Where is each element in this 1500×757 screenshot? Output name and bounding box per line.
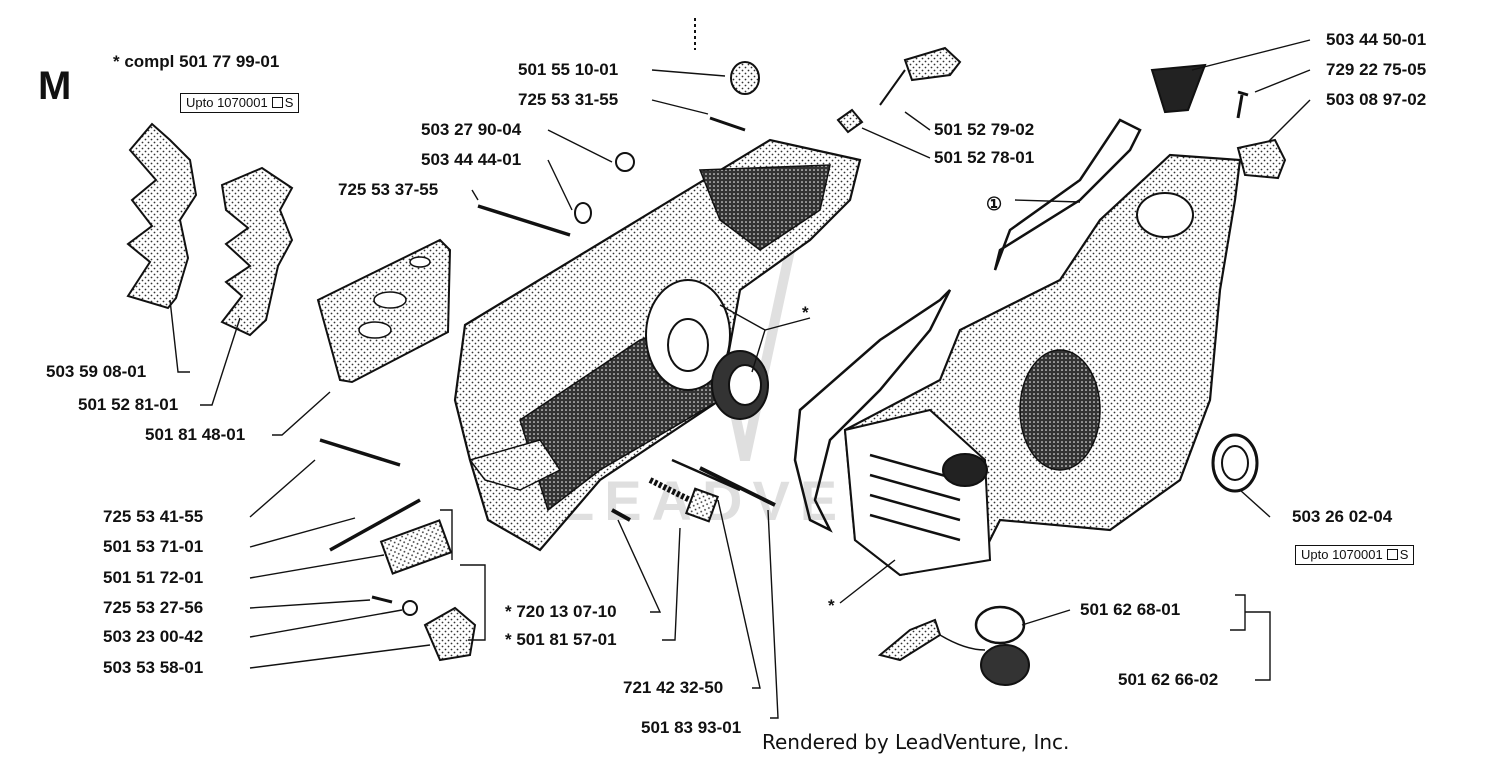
part-label: 503 23 00-42	[103, 627, 204, 646]
bearing	[711, 350, 769, 420]
part-label: 501 52 79-02	[934, 120, 1035, 139]
part-label: 503 26 02-04	[1292, 507, 1393, 526]
cap-501-55-10-01	[730, 61, 760, 95]
bolt-725-53-37-55	[477, 204, 571, 237]
part-label: 503 59 08-01	[46, 362, 147, 381]
version-box-left: Upto 1070001 S	[180, 93, 300, 113]
bolt-725-53-41-55	[319, 438, 401, 467]
pin-720-13-07-10	[611, 508, 631, 522]
asterisk-bearing: *	[802, 303, 809, 322]
kit-note: * compl 501 77 99-01	[113, 52, 280, 71]
part-label: 501 51 72-01	[103, 568, 204, 587]
part-label: 501 81 48-01	[145, 425, 246, 444]
bumper-spike-large	[126, 122, 198, 310]
version-box-right-suffix: S	[1399, 547, 1409, 562]
section-letter: M	[38, 64, 71, 108]
guard-plate	[316, 238, 452, 384]
leader-lines	[169, 39, 1311, 719]
spring-501-81-57-01	[648, 477, 692, 503]
tank-cap-501-62-66-02	[877, 618, 942, 662]
part-label: 503 08 97-02	[1326, 90, 1427, 109]
part-label: 501 53 71-01	[103, 537, 204, 556]
crankcase-left-half	[453, 138, 862, 552]
screw-725-53-31-55	[709, 116, 746, 132]
bolt-501-53-71-01	[329, 498, 421, 552]
part-label: 725 53 37-55	[338, 180, 439, 199]
part-label: 503 53 58-01	[103, 658, 204, 677]
bumper-spike-small	[220, 166, 294, 337]
checkbox-square-icon	[271, 97, 283, 108]
gasket-lower	[793, 289, 952, 533]
handle-501-52-79-02	[879, 46, 962, 106]
version-box-left-suffix: S	[284, 95, 294, 110]
part-label: 725 53 31-55	[518, 90, 619, 109]
screw-725-53-27-56	[371, 595, 393, 604]
asterisk-right-housing: *	[828, 596, 835, 615]
footer-credit: Rendered by LeadVenture, Inc.	[762, 730, 1070, 754]
part-label: 501 52 78-01	[934, 148, 1035, 167]
part-label: 501 52 81-01	[78, 395, 179, 414]
checkbox-square-icon	[1386, 549, 1398, 560]
part-label: 729 22 75-05	[1326, 60, 1427, 79]
version-box-left-text: Upto 1070001	[186, 95, 268, 110]
rod-721-42-32-50	[671, 458, 741, 492]
housing-503-53-58-01	[423, 606, 477, 662]
block-501-51-72-01	[379, 519, 453, 575]
part-label: 725 53 27-56	[103, 598, 204, 617]
crankcase-right-half	[843, 153, 1242, 577]
part-label: * 720 13 07-10	[505, 602, 617, 621]
bracket-503-08-97-02	[1236, 138, 1287, 180]
part-label: 501 62 66-02	[1118, 670, 1219, 689]
part-label: 503 44 50-01	[1326, 30, 1427, 49]
sleeve-503-27-90-04	[615, 152, 635, 172]
part-label: 503 44 44-01	[421, 150, 522, 169]
part-label: 501 83 93-01	[641, 718, 742, 737]
part-label: 725 53 41-55	[103, 507, 204, 526]
washer-503-44-44-01	[574, 202, 592, 224]
gasket-upper	[993, 118, 1142, 271]
part-label: 501 55 10-01	[518, 60, 619, 79]
part-label: 501 62 68-01	[1080, 600, 1181, 619]
nut-501-52-78-01	[836, 108, 864, 134]
screw-729-22-75-05	[1236, 90, 1249, 119]
part-label: 503 27 90-04	[421, 120, 522, 139]
part-label: 721 42 32-50	[623, 678, 724, 697]
part-label: * 501 81 57-01	[505, 630, 617, 649]
circled-callout: ①	[986, 194, 1003, 214]
version-box-right-text: Upto 1070001	[1301, 547, 1383, 562]
version-box-right: Upto 1070001 S	[1295, 545, 1415, 565]
rod-501-83-93-01	[699, 466, 776, 507]
cap-503-44-50-01	[1150, 63, 1207, 114]
washer-503-23-00-42	[402, 600, 418, 616]
